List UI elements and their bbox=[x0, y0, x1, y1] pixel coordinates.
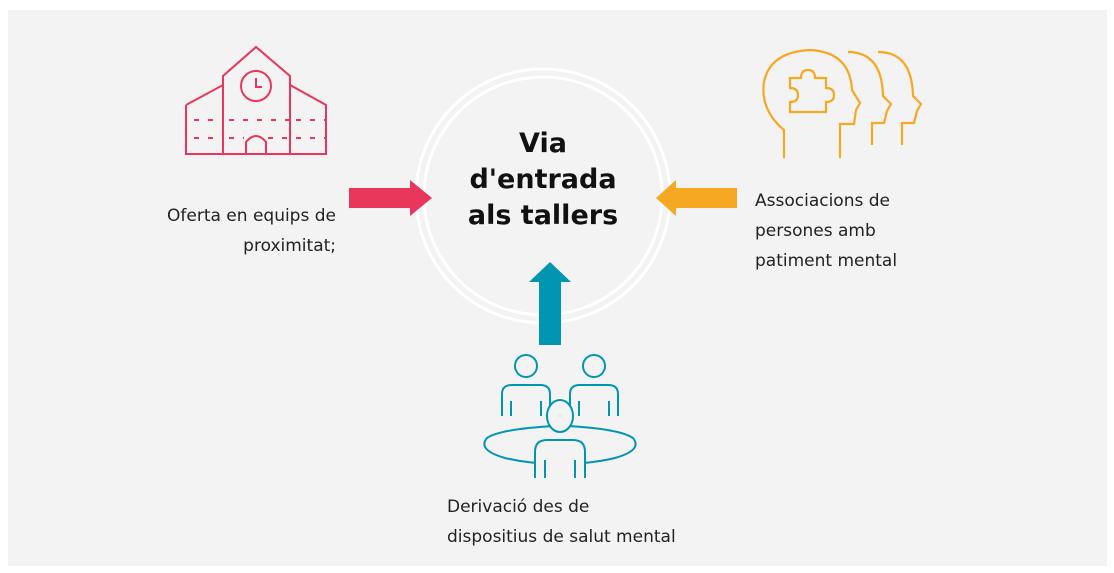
heads-puzzle-icon bbox=[762, 48, 923, 158]
right-arrow bbox=[656, 180, 737, 216]
bottom-source-label: Derivació des de dispositius de salut me… bbox=[447, 492, 747, 552]
left-source-label: Oferta en equips de proximitat; bbox=[100, 201, 336, 261]
bottom-arrow bbox=[529, 262, 571, 345]
right-source-label-line-1: Associacions de bbox=[755, 191, 890, 211]
right-source-label-line-3: patiment mental bbox=[755, 251, 898, 271]
right-source-label: Associacions de persones amb patiment me… bbox=[755, 186, 995, 276]
bottom-source-label-line-2: dispositius de salut mental bbox=[447, 527, 676, 547]
left-source-label-line-1: Oferta en equips de bbox=[167, 206, 336, 226]
center-title: Via d'entrada als tallers bbox=[425, 126, 661, 234]
center-title-line-2: d'entrada bbox=[469, 164, 617, 195]
bottom-source-label-line-1: Derivació des de bbox=[447, 497, 590, 517]
center-title-line-1: Via bbox=[519, 128, 567, 159]
left-source-label-line-2: proximitat; bbox=[243, 236, 336, 256]
center-title-line-3: als tallers bbox=[467, 200, 619, 231]
right-source-label-line-2: persones amb bbox=[755, 221, 876, 241]
school-building-icon bbox=[185, 45, 327, 155]
left-arrow bbox=[349, 180, 432, 216]
group-meeting-icon bbox=[483, 354, 637, 478]
